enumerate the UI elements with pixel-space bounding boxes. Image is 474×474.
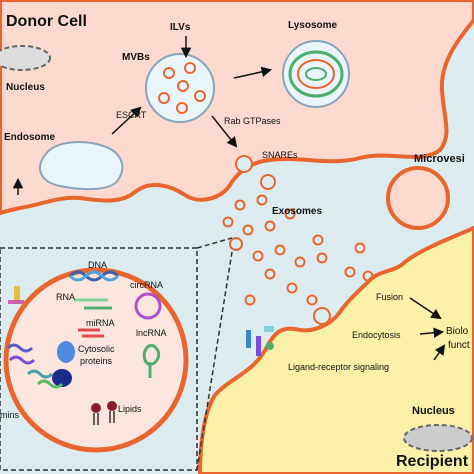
mirna-label: miRNA	[86, 318, 115, 328]
rab-label: Rab GTPases	[224, 116, 281, 126]
recipient-nucleus-label: Nucleus	[412, 405, 455, 417]
circrna-label: circRNA	[130, 280, 163, 290]
recipient-nucleus	[403, 424, 473, 452]
fusion-label: Fusion	[376, 292, 403, 302]
endocytosis-label: Endocytosis	[352, 330, 401, 340]
pathway-arrows	[12, 36, 446, 361]
cytosolic-label-1: Cytosolic	[78, 344, 115, 354]
circrna-icon	[134, 292, 162, 320]
microvesicles-label: Microvesi	[414, 153, 465, 165]
membrane-proteins-icon	[6, 286, 64, 389]
rna-icon	[74, 298, 112, 310]
microvesicle	[386, 166, 450, 230]
endosome	[39, 141, 124, 191]
lipids-icon	[91, 401, 117, 425]
biological-label-2: funct	[448, 340, 470, 351]
biological-label-1: Biolo	[446, 326, 469, 337]
donor-nucleus	[0, 45, 51, 71]
zoom-box	[0, 247, 198, 471]
ilvs-label: ILVs	[170, 22, 191, 33]
recipient-cell-label: Recipient	[396, 453, 469, 470]
rna-label: RNA	[56, 292, 75, 302]
mirna-icon	[78, 328, 104, 338]
lncrna-label: lncRNA	[136, 328, 167, 338]
mvb	[145, 53, 215, 123]
lipids-label: Lipids	[118, 404, 142, 414]
lysosome-label: Lysosome	[288, 20, 338, 31]
ligand-receptor-icon	[246, 326, 274, 356]
cytosolic-proteins-icon	[52, 341, 75, 387]
recipient-cell	[197, 225, 474, 474]
exosomes	[222, 194, 374, 306]
exosomes-label: Exosomes	[272, 206, 322, 217]
lysosome	[282, 40, 350, 108]
dna-label: DNA	[88, 260, 107, 270]
donor-nucleus-label: Nucleus	[6, 82, 45, 93]
cytosolic-label-2: proteins	[80, 356, 113, 366]
ligand-label: Ligand-receptor signaling	[288, 362, 389, 372]
donor-cell-label: Donor Cell	[6, 13, 87, 30]
endosome-label: Endosome	[4, 132, 56, 143]
lncrna-icon	[142, 343, 161, 378]
mvbs-label: MVBs	[122, 52, 150, 63]
escrt-label: ESCRT	[116, 110, 147, 120]
dna-icon	[68, 270, 120, 282]
membrane-proteins-label: mins	[0, 410, 20, 420]
snares-label: SNAREs	[262, 150, 298, 160]
